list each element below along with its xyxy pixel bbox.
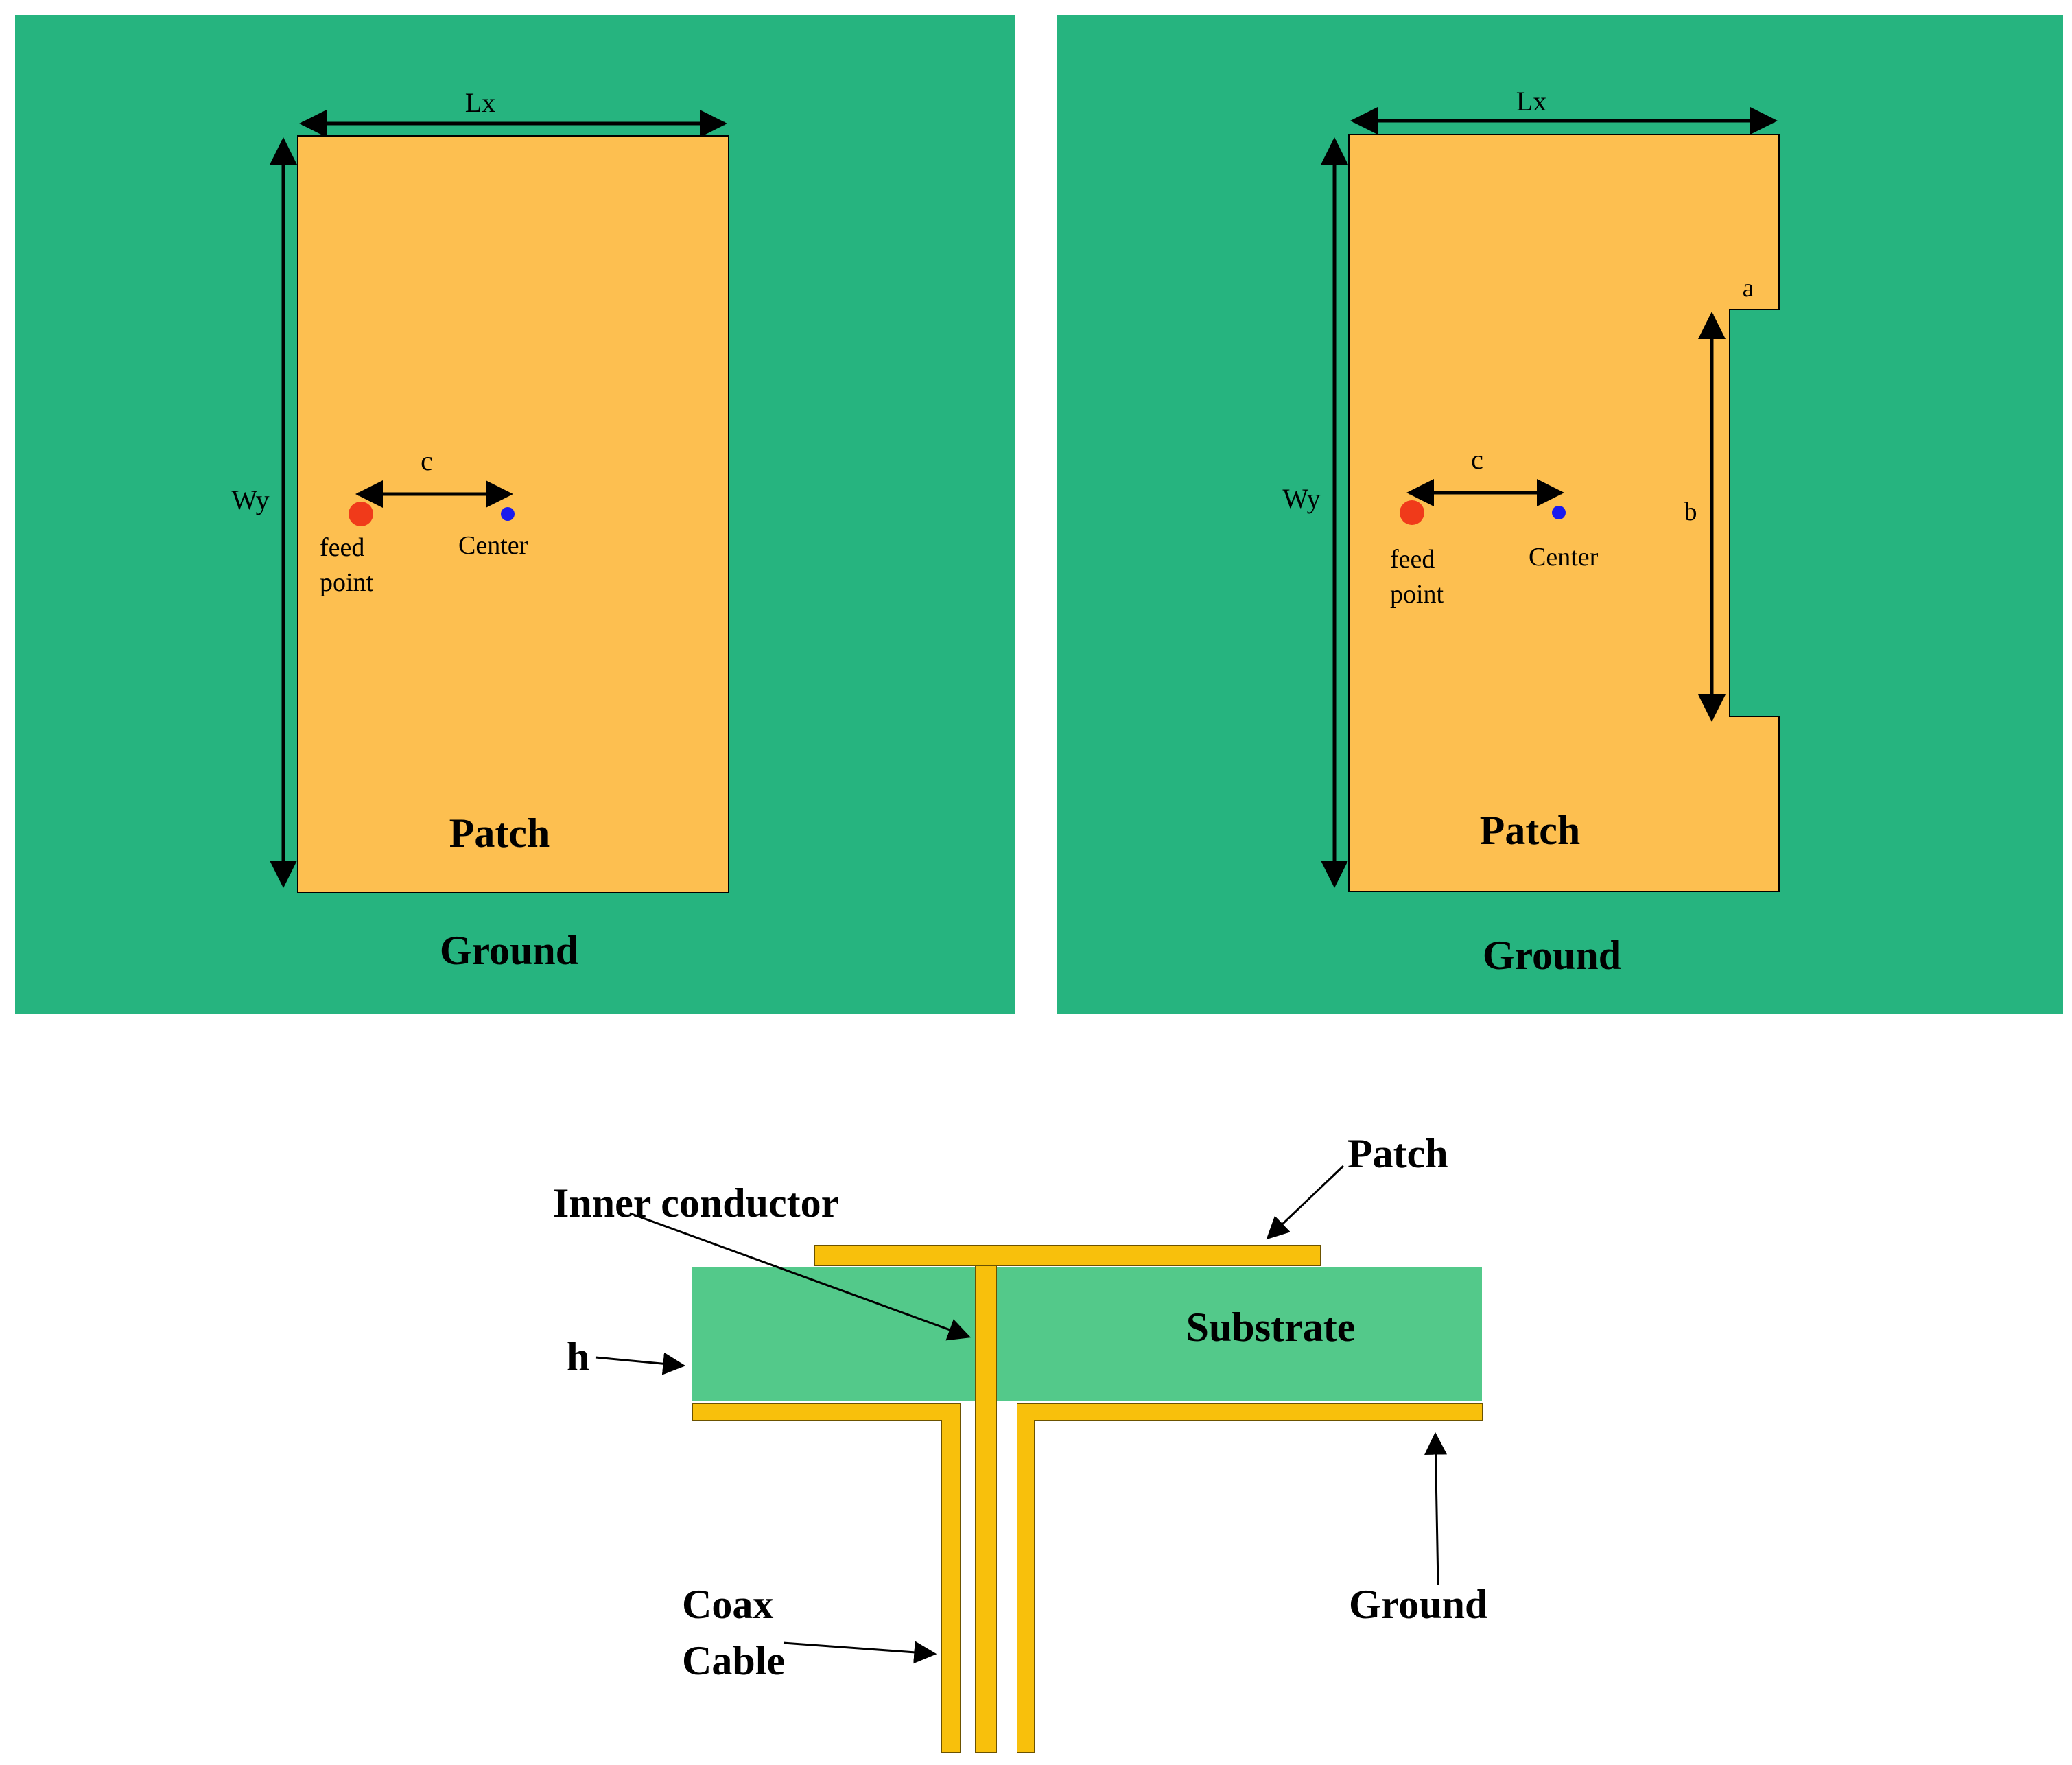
ground-strip-left — [692, 1403, 961, 1753]
left-feed-point-marker — [349, 502, 373, 526]
right-c-label: c — [1471, 444, 1483, 475]
coax-dielectric-left — [961, 1403, 976, 1753]
right-center-marker — [1552, 506, 1566, 519]
right-wy-label: Wy — [1282, 483, 1320, 514]
left-feed-label-1: feed — [320, 533, 364, 562]
right-feed-label-1: feed — [1390, 545, 1435, 574]
cs-coax-label-1: Coax — [682, 1582, 773, 1627]
cs-h-arrow — [595, 1352, 686, 1375]
cs-ground-label: Ground — [1349, 1582, 1487, 1627]
right-lx-label: Lx — [1516, 86, 1546, 117]
cs-coax-arrow — [783, 1641, 937, 1664]
right-ground-label: Ground — [1483, 933, 1621, 978]
right-center-label: Center — [1529, 543, 1599, 572]
cs-ground-arrow — [1424, 1431, 1448, 1586]
left-patch-label: Patch — [449, 810, 550, 856]
left-ground-label: Ground — [440, 928, 578, 973]
right-feed-label-2: point — [1390, 580, 1444, 609]
top-patch-strip — [814, 1245, 1321, 1266]
right-b-label: b — [1684, 498, 1697, 526]
left-feed-label-2: point — [320, 568, 374, 597]
left-wy-label: Wy — [231, 484, 269, 515]
right-feed-point-marker — [1400, 500, 1424, 525]
right-panel: Lx Wy b a c feed point Center Patch Grou… — [1057, 15, 2063, 1014]
cs-coax-label-2: Cable — [682, 1638, 785, 1683]
right-patch-label: Patch — [1480, 808, 1581, 853]
right-a-label: a — [1743, 274, 1754, 303]
left-lx-label: Lx — [465, 87, 495, 118]
cs-patch-arrow — [1266, 1165, 1345, 1240]
cross-section: Patch Inner conductor Substrate h Ground… — [553, 1131, 1487, 1753]
left-center-marker — [501, 507, 515, 521]
coax-dielectric-right — [1002, 1403, 1017, 1753]
cs-h-label: h — [567, 1334, 589, 1379]
cs-patch-label: Patch — [1347, 1131, 1448, 1176]
left-c-label: c — [421, 445, 433, 476]
left-center-label: Center — [458, 531, 528, 560]
substrate-layer — [692, 1267, 1482, 1401]
inner-conductor — [975, 1265, 997, 1753]
left-panel: Lx Wy c feed point Center Patch Ground — [15, 15, 1015, 1014]
cs-inner-conductor-arrow — [629, 1212, 972, 1341]
cs-inner-conductor-label: Inner conductor — [553, 1180, 839, 1226]
ground-strip-right — [1016, 1403, 1483, 1753]
cs-substrate-label: Substrate — [1186, 1305, 1356, 1350]
